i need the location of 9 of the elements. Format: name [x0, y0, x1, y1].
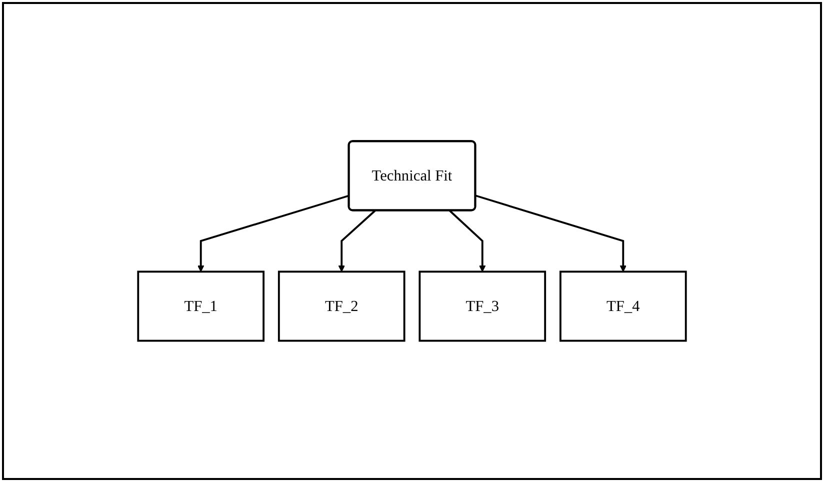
arrow: [338, 210, 376, 272]
arrow: [449, 210, 486, 272]
arrow: [475, 194, 627, 272]
node-box: [559, 270, 687, 342]
node-box: [278, 270, 406, 342]
node-box: [137, 270, 265, 342]
node-box: [418, 270, 546, 342]
arrow: [197, 194, 350, 272]
diagram-frame: Technical Fit TF_1 TF_2 TF_3 TF_4: [2, 2, 822, 480]
